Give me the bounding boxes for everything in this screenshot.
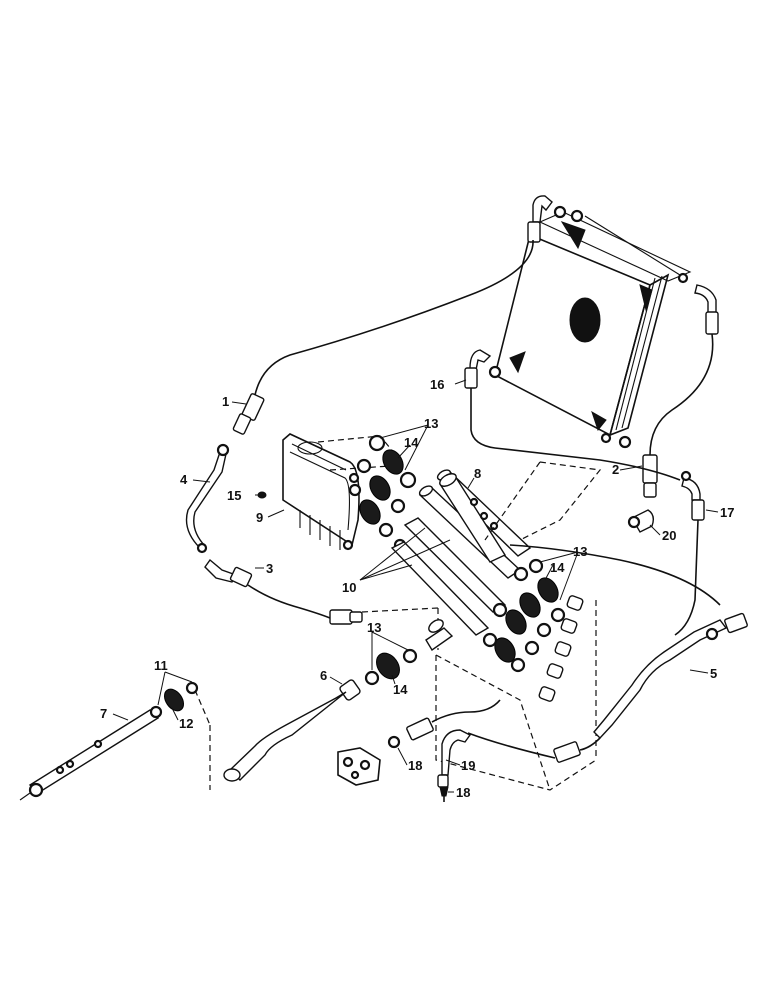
callout-13-upper: 13 [424, 416, 438, 431]
cooler-inlet-elbow [527, 195, 553, 243]
spool-seal-stack-upper [356, 434, 417, 552]
callout-6: 6 [320, 668, 327, 683]
oil-cooler [488, 205, 692, 449]
callout-14-middle: 14 [393, 682, 408, 697]
hose-fitting-17 [680, 470, 705, 521]
hose-line-16 [470, 388, 681, 481]
hose-line-19 [467, 732, 556, 759]
pipe-6 [223, 679, 361, 782]
callout-9: 9 [256, 510, 263, 525]
callout-17: 17 [720, 505, 734, 520]
callout-1: 1 [222, 394, 229, 409]
hose-line-2 [649, 333, 714, 456]
hose-fitting-5b [553, 741, 581, 763]
callout-13-middle: 13 [367, 620, 381, 635]
hose-line-1 [254, 239, 534, 396]
hose-line-17 [674, 519, 699, 636]
spool-8 [439, 473, 507, 563]
callout-3: 3 [266, 561, 273, 576]
callout-14-upper: 14 [404, 435, 419, 450]
elbow-fitting-20 [627, 509, 655, 533]
callout-18-lower: 18 [456, 785, 470, 800]
spool-seal-stack-lower [482, 558, 584, 702]
callout-11: 11 [154, 658, 168, 673]
hose-line-3 [247, 584, 331, 619]
callout-5: 5 [710, 666, 717, 681]
hose-fitting-1 [232, 393, 265, 435]
lower-valve-outline-dashed-e [484, 461, 541, 541]
pipe-7 [28, 681, 199, 798]
callout-20: 20 [662, 528, 676, 543]
callout-15: 15 [227, 488, 241, 503]
callout-13-lower: 13 [573, 544, 587, 559]
small-valve-block [337, 747, 381, 786]
callout-19: 19 [461, 758, 475, 773]
lower-valve-outline-dashed-c [435, 655, 597, 791]
callout-12: 12 [179, 716, 193, 731]
leader-lines [112, 379, 719, 793]
callout-4: 4 [180, 472, 188, 487]
pipe-4 [185, 443, 230, 554]
callout-8: 8 [474, 466, 481, 481]
hose-3-dashed [361, 607, 439, 613]
callout-2: 2 [612, 462, 619, 477]
callout-16: 16 [430, 377, 444, 392]
pipe-7-leadline [19, 792, 31, 801]
hose-line-5 [579, 737, 601, 751]
callout-14-lower: 14 [550, 560, 565, 575]
fitting-middle [425, 619, 454, 652]
callout-18-upper: 18 [408, 758, 422, 773]
fitting-18-lower [439, 786, 449, 802]
callout-labels: 1 2 3 4 5 6 7 8 9 10 11 12 13 13 13 14 1… [100, 377, 734, 800]
hose-fitting-3b [329, 609, 363, 625]
cooler-outlet-elbow [694, 284, 719, 335]
hose-line-main [509, 544, 721, 606]
callout-10: 10 [342, 580, 356, 595]
lower-valve-outline-dashed-d [435, 654, 551, 791]
callout-7: 7 [100, 706, 107, 721]
hose-fitting-3 [204, 558, 253, 588]
hose-fitting-16 [464, 349, 492, 389]
lower-valve-outline-dashed [519, 461, 602, 541]
pipe-6-dashed-h [194, 689, 211, 726]
pipe-5 [593, 612, 748, 740]
hose-fitting-2 [642, 454, 658, 498]
hose-fitting-18-upper [387, 699, 501, 749]
seal-set-middle [364, 648, 418, 686]
control-valve-body [282, 433, 362, 551]
